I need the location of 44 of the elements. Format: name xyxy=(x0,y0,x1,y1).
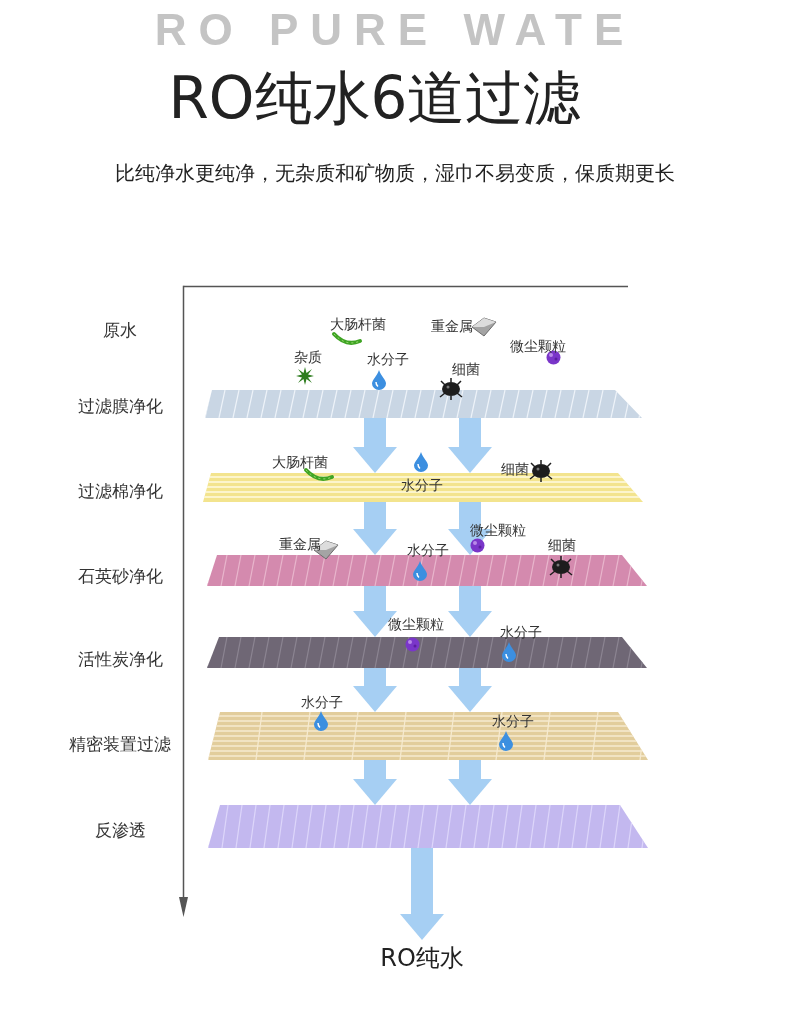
flow-arrow xyxy=(448,760,492,805)
particle-label: 水分子 xyxy=(500,624,542,642)
stage-label: 活性炭净化 xyxy=(76,647,164,671)
particle-label: 细菌 xyxy=(501,461,529,479)
particle-label: 水分子 xyxy=(367,351,409,369)
flow-arrow xyxy=(448,502,492,555)
flow-arrow xyxy=(353,418,397,473)
flow-arrow xyxy=(448,586,492,637)
result-text: RO纯水 xyxy=(372,940,472,976)
particle-label: 水分子 xyxy=(301,694,343,712)
flow-arrow xyxy=(448,668,492,712)
flow-arrow xyxy=(353,760,397,805)
particle-label: 水分子 xyxy=(492,713,534,731)
stage-label: 原水 xyxy=(102,318,138,342)
stage-label: 反渗透 xyxy=(93,818,147,842)
flow-arrow xyxy=(448,418,492,473)
particle-label: 大肠杆菌 xyxy=(330,316,386,334)
flow-arrow xyxy=(353,502,397,555)
title: RO纯水6道过滤 xyxy=(167,63,583,134)
particle-label: 重金属 xyxy=(279,536,321,554)
filter-layer xyxy=(207,637,647,668)
stage-label: 过滤棉净化 xyxy=(76,479,164,503)
subtitle: 比纯净水更纯净，无杂质和矿物质，湿巾不易变质，保质期更长 xyxy=(114,160,676,187)
filter-layer xyxy=(205,390,642,418)
particle-label: 微尘颗粒 xyxy=(470,522,526,540)
filter-layer xyxy=(208,805,648,848)
particle-label: 大肠杆菌 xyxy=(272,454,328,472)
filter-layer xyxy=(208,712,648,760)
particle-label: 微尘颗粒 xyxy=(388,616,444,634)
particle-label: 水分子 xyxy=(407,542,449,560)
particle-label: 水分子 xyxy=(401,477,443,495)
background-text: RO PURE WATE xyxy=(153,4,637,56)
particle-label: 重金属 xyxy=(431,318,473,336)
flow-arrow xyxy=(353,586,397,637)
particle-label: 细菌 xyxy=(452,361,480,379)
particle-label: 细菌 xyxy=(548,537,576,555)
particle-label: 杂质 xyxy=(294,349,322,367)
stage-label: 石英砂净化 xyxy=(76,564,164,588)
stage-label: 过滤膜净化 xyxy=(76,394,164,418)
stage-label: 精密装置过滤 xyxy=(68,732,172,756)
flow-arrow xyxy=(400,848,444,940)
filter-layer xyxy=(207,555,647,586)
flow-arrow xyxy=(353,668,397,712)
particle-label: 微尘颗粒 xyxy=(510,338,566,356)
